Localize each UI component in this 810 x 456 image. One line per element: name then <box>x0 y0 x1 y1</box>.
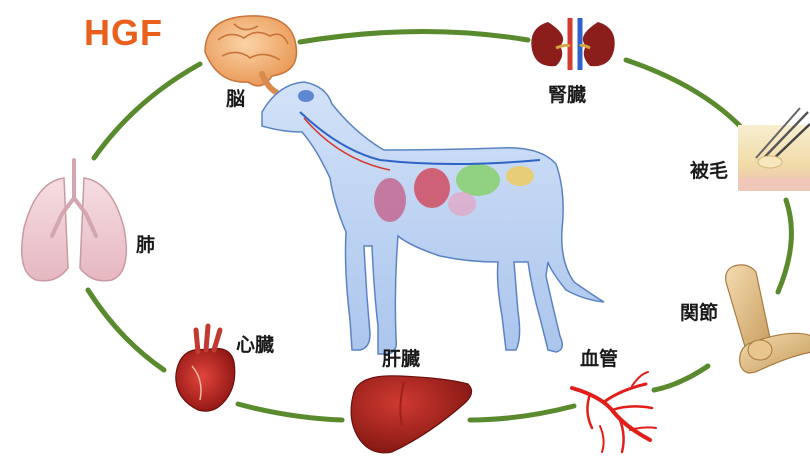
liver-icon <box>351 376 471 453</box>
kidney-icon <box>531 18 614 70</box>
label-lung: 肺 <box>136 230 155 257</box>
brain-icon <box>205 16 297 92</box>
lung-icon <box>22 160 127 281</box>
label-fur: 被毛 <box>690 156 728 183</box>
label-kidney: 腎臓 <box>548 80 586 107</box>
hair-follicle-icon <box>738 108 810 191</box>
label-brain: 脳 <box>226 84 245 111</box>
label-joint: 関節 <box>680 298 718 325</box>
label-liver: 肝臓 <box>382 344 420 371</box>
heart-icon <box>176 326 235 411</box>
label-heart: 心臓 <box>236 330 274 357</box>
label-blood-vessel: 血管 <box>580 344 618 371</box>
blood-vessel-icon <box>572 372 656 452</box>
dog-anatomy-illustration <box>262 82 604 354</box>
hgf-title: HGF <box>84 12 163 54</box>
joint-icon <box>726 265 810 373</box>
